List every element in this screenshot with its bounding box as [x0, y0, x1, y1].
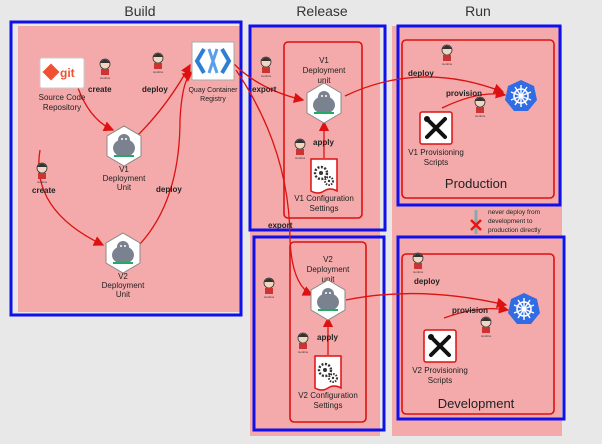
v1-config-l2: Settings [310, 204, 339, 213]
tools-icon [418, 110, 454, 146]
edge-create-v2 [38, 149, 105, 246]
development-title: Development [438, 396, 515, 411]
v1-config: V1 Configuration Settings [294, 157, 354, 213]
v1-build-l1: V1 [119, 165, 129, 174]
jenkins-icon [412, 252, 425, 275]
build-frame [9, 20, 243, 317]
v2-build-l1: V2 [118, 272, 128, 281]
label-provision-dev: provision [452, 306, 488, 315]
label-export-1: export [252, 85, 277, 94]
edge-create-v1 [77, 87, 115, 132]
development-env: V2 Provisioning Scripts Development [412, 292, 541, 411]
jenkins-icon [441, 44, 454, 67]
edge-provision-prod [441, 88, 507, 109]
git-label-1: Source Code [39, 93, 86, 102]
git-label-2: Repository [43, 103, 81, 112]
note-l1: never deploy from [488, 209, 540, 216]
v2-build-l2: Deployment [102, 281, 145, 290]
v1-config-l1: V1 Configuration [294, 194, 354, 203]
edge-export-v1 [233, 63, 305, 104]
v2-release-l3: unit [322, 275, 336, 284]
label-deploy-2: deploy [156, 185, 182, 194]
v2-release-box [289, 241, 367, 423]
production-frame [396, 24, 562, 207]
jenkins-icon [260, 56, 273, 79]
label-create-1: create [88, 85, 112, 94]
jenkins-icon [99, 58, 112, 81]
quay-label-2: Registry [200, 96, 226, 103]
development-box [401, 253, 555, 415]
note-l3: production directly [488, 227, 541, 234]
v2-build-unit: V2 Deployment Unit [102, 232, 145, 299]
git-node: git Source Code Repository [39, 57, 86, 112]
column-run: Run [465, 3, 491, 19]
v2-scripts-l1: V2 Provisioning [412, 366, 468, 375]
jenkins-icon [263, 277, 276, 300]
column-release: Release [296, 3, 348, 19]
v1-release-l3: unit [318, 76, 332, 85]
v1-scripts-l2: Scripts [424, 158, 448, 167]
v1-release-l1: V1 [319, 56, 329, 65]
quay-node: Quay Container Registry [188, 41, 238, 103]
never-deploy-note: never deploy from development to product… [470, 209, 541, 234]
label-create-2: create [32, 186, 56, 195]
production-title: Production [445, 176, 507, 191]
edge-deploy-prod [344, 76, 505, 97]
jenkins-icon [152, 52, 165, 75]
v2-release-l1: V2 [323, 255, 333, 264]
x-icon [470, 219, 482, 231]
label-apply-2: apply [317, 333, 338, 342]
v2-scripts-l2: Scripts [428, 376, 452, 385]
v1-release-l2: Deployment [303, 66, 346, 75]
edge-deploy-dev [345, 292, 508, 309]
v1-build-l3: Unit [117, 183, 132, 192]
edge-deploy-v2 [139, 71, 194, 245]
label-deploy-dev: deploy [414, 277, 440, 286]
jenkins-icon [297, 332, 310, 355]
quay-label-1: Quay Container [188, 87, 238, 94]
gear-doc-icon [313, 354, 343, 392]
v1-build-l2: Deployment [103, 174, 146, 183]
jenkins-icon [480, 316, 493, 339]
column-build: Build [124, 3, 155, 19]
development-frame [396, 235, 566, 421]
v2-release-l2: Deployment [307, 265, 350, 274]
jenkins-icon [36, 162, 49, 185]
note-l2: development to [488, 218, 533, 225]
production-env: V1 Provisioning Scripts Production [408, 79, 538, 191]
edge-provision-dev [443, 303, 510, 319]
v1-release-box [283, 41, 363, 219]
release-v2-frame [252, 235, 386, 432]
label-deploy-prod: deploy [408, 69, 434, 78]
v2-release-unit: V2 Deployment unit [307, 255, 350, 321]
gear-doc-icon [309, 157, 339, 195]
jenkins-icon [294, 138, 307, 161]
v2-config: V2 Configuration Settings [298, 354, 358, 410]
jenkins-icon [474, 96, 487, 119]
v2-build-l3: Unit [116, 290, 131, 299]
tools-icon [422, 328, 458, 364]
edge-export-v2 [235, 69, 314, 296]
label-deploy-1: deploy [142, 85, 168, 94]
label-provision-prod: provision [446, 89, 482, 98]
label-apply-1: apply [313, 138, 334, 147]
release-v1-frame [248, 24, 387, 232]
v2-config-l2: Settings [314, 401, 343, 410]
git-logo: git [60, 66, 75, 80]
v2-config-l1: V2 Configuration [298, 391, 358, 400]
v1-release-unit: V1 Deployment unit [303, 56, 346, 124]
production-box [401, 39, 555, 199]
v1-build-unit: V1 Deployment Unit [103, 125, 146, 192]
label-export-2: export [268, 221, 293, 230]
v1-scripts-l1: V1 Provisioning [408, 148, 464, 157]
